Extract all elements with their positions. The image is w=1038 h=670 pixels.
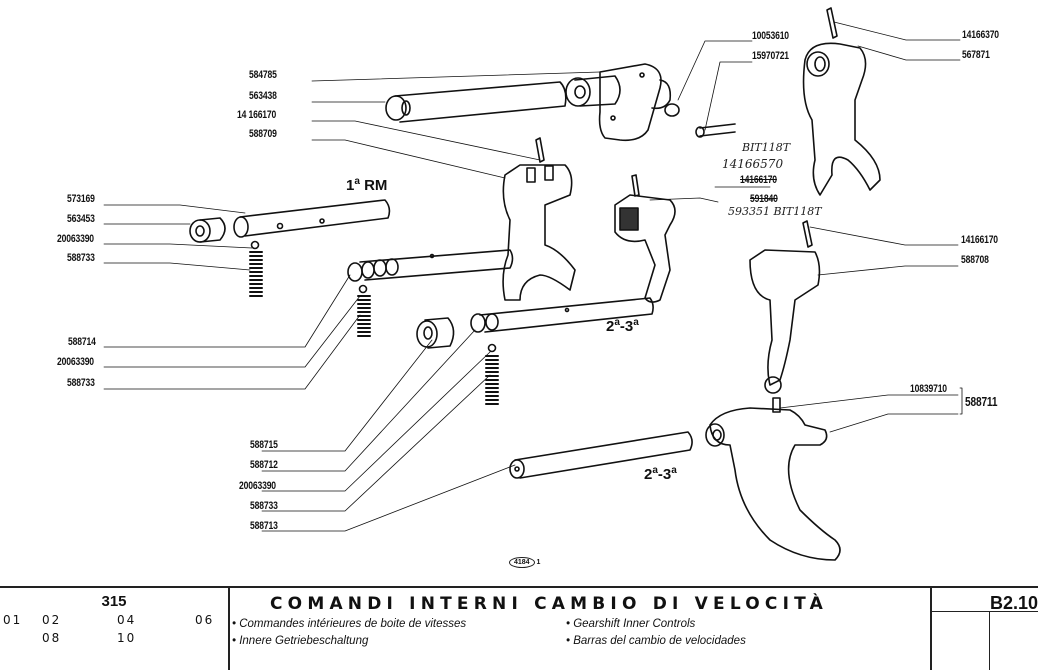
part-label-20063390: 20063390 xyxy=(239,480,276,492)
shaft-588713 xyxy=(509,431,693,479)
struck-part-591840: 591840 xyxy=(750,193,778,205)
title-block: 315 01 02 04 06 08 10 COMANDI INTERNI CA… xyxy=(0,586,1038,670)
gear-label-second-third-upper: 2a-3a xyxy=(606,317,639,335)
figure-reference: 4184 1 xyxy=(509,557,540,568)
part-label-588711: 588711 xyxy=(965,394,998,409)
part-label-14166170: 14166170 xyxy=(961,234,998,246)
fork-567871 xyxy=(802,7,881,196)
shaft-573169 xyxy=(233,199,391,238)
part-label-10053610: 10053610 xyxy=(752,30,789,42)
sleeve-588715 xyxy=(416,317,455,349)
fork-588709 xyxy=(502,137,576,301)
part-label-588733: 588733 xyxy=(67,252,95,264)
part-label-15970721: 15970721 xyxy=(752,50,789,62)
part-label-567871: 567871 xyxy=(962,49,990,61)
part-label-588715: 588715 xyxy=(250,439,278,451)
sleeve-563453 xyxy=(189,217,226,243)
divider xyxy=(932,611,1038,612)
gear-label-second-third-lower: 2a-3a xyxy=(644,465,677,483)
subtitle-spanish: • Barras del cambio de velocidades xyxy=(566,635,746,647)
part-label-20063390: 20063390 xyxy=(57,356,94,368)
part-label-20063390: 20063390 xyxy=(57,233,94,245)
subtitle-german: • Innere Getriebeschaltung xyxy=(232,635,369,647)
subtitle-french: • Commandes intérieures de boite de vite… xyxy=(232,618,467,630)
page-title: COMANDI INTERNI CAMBIO DI VELOCITÀ xyxy=(270,594,828,614)
part-label-588714: 588714 xyxy=(68,336,96,348)
exploded-parts-diagram: 584785 563438 14 166170 588709 573169 56… xyxy=(57,7,999,568)
variant-code: 02 xyxy=(42,613,62,627)
variant-code: 01 xyxy=(3,613,23,627)
fork-588711 xyxy=(705,397,841,561)
description-block: COMANDI INTERNI CAMBIO DI VELOCITÀ • Com… xyxy=(230,588,930,670)
struck-part-14166170: 14166170 xyxy=(740,174,777,186)
part-label-588733: 588733 xyxy=(67,377,95,389)
part-label-14166370: 14166370 xyxy=(962,29,999,41)
bolt-15970721 xyxy=(664,103,736,138)
handwritten-note-14166570: 14166570 xyxy=(722,157,784,171)
part-label-588708: 588708 xyxy=(961,254,989,266)
shaft-588712 xyxy=(470,297,654,333)
handwritten-note-bit118t: BIT118T xyxy=(742,141,791,154)
variant-code: 08 xyxy=(42,631,62,645)
divider xyxy=(989,611,990,670)
ball-20063390-c xyxy=(487,343,497,353)
shaft-588714 xyxy=(347,249,514,282)
fork-588708 xyxy=(749,220,821,394)
part-label-584785: 584785 xyxy=(249,69,277,81)
ball-20063390-b xyxy=(358,284,368,294)
leader-lines xyxy=(103,21,963,532)
ball-20063390-a xyxy=(250,240,260,250)
spring-588733-b xyxy=(357,295,371,337)
sheet-block: B2.10 xyxy=(930,588,1038,670)
fork-591840 xyxy=(614,174,676,303)
gear-label-first-reverse: 1a RM xyxy=(346,176,388,194)
part-label-563438: 563438 xyxy=(249,90,277,102)
part-label-588713: 588713 xyxy=(250,520,278,532)
part-label-563453: 563453 xyxy=(67,213,95,225)
variant-code: 10 xyxy=(117,631,137,645)
spring-588733-c xyxy=(485,355,499,405)
part-label-10839710: 10839710 xyxy=(910,383,947,395)
handwritten-note-593351: 593351 BIT118T xyxy=(728,205,822,218)
spring-588733-a xyxy=(249,251,263,297)
part-label-588712: 588712 xyxy=(250,459,278,471)
variant-code: 06 xyxy=(195,613,215,627)
model-number: 315 xyxy=(101,593,127,610)
bracket-584785 xyxy=(565,63,672,142)
part-label-588709: 588709 xyxy=(249,128,277,140)
variant-code: 04 xyxy=(117,613,137,627)
part-label-14166170: 14 166170 xyxy=(237,109,277,121)
part-label-588733: 588733 xyxy=(250,500,278,512)
subtitle-english: • Gearshift Inner Controls xyxy=(566,618,696,630)
parts-drawing xyxy=(103,7,963,561)
shaft-563438 xyxy=(385,81,567,123)
part-label-573169: 573169 xyxy=(67,193,95,205)
model-block: 315 01 02 04 06 08 10 xyxy=(0,588,230,670)
sheet-code: B2.10 xyxy=(989,593,1038,613)
